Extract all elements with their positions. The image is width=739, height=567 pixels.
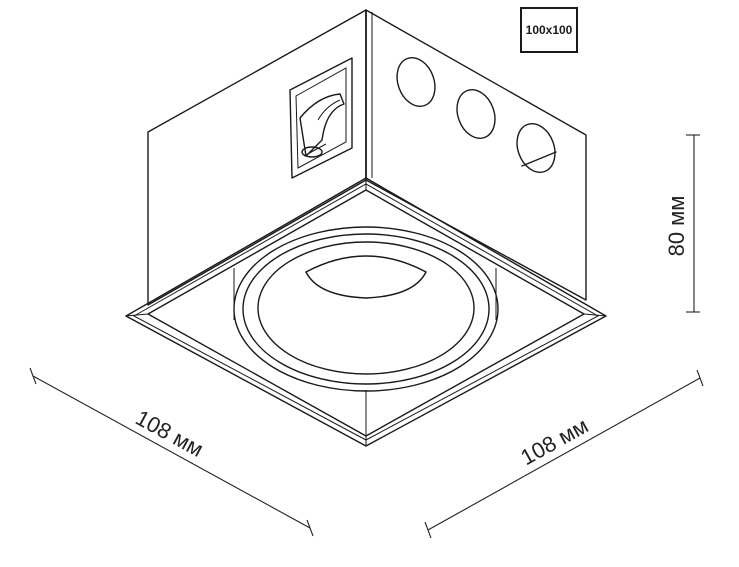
reflector-opening [305, 271, 427, 299]
lamp-outer-ring [233, 226, 499, 392]
knockout-holes [396, 57, 557, 173]
width-right-dimension: 108 мм [424, 369, 704, 539]
knockout-hole [396, 57, 436, 107]
width-left-label: 108 мм [132, 405, 208, 462]
height-label: 80 мм [664, 196, 689, 257]
size-badge-label: 100x100 [525, 23, 573, 37]
cavity [233, 268, 497, 320]
knockout-hole [516, 123, 556, 173]
lamp-inner-ring [257, 241, 475, 375]
spring-clip [289, 57, 353, 179]
lamp-reflector [233, 226, 499, 392]
height-dimension: 80 мм [664, 134, 700, 313]
housing-right-face [365, 9, 587, 301]
width-right-label: 108 мм [516, 413, 592, 470]
trim-frame [125, 177, 607, 447]
reflector-top [305, 255, 427, 273]
size-badge: 100x100 [520, 7, 578, 53]
knockout-hole [456, 89, 496, 139]
lamp-mid-ring [242, 233, 490, 385]
width-left-dimension: 108 мм [29, 367, 314, 537]
